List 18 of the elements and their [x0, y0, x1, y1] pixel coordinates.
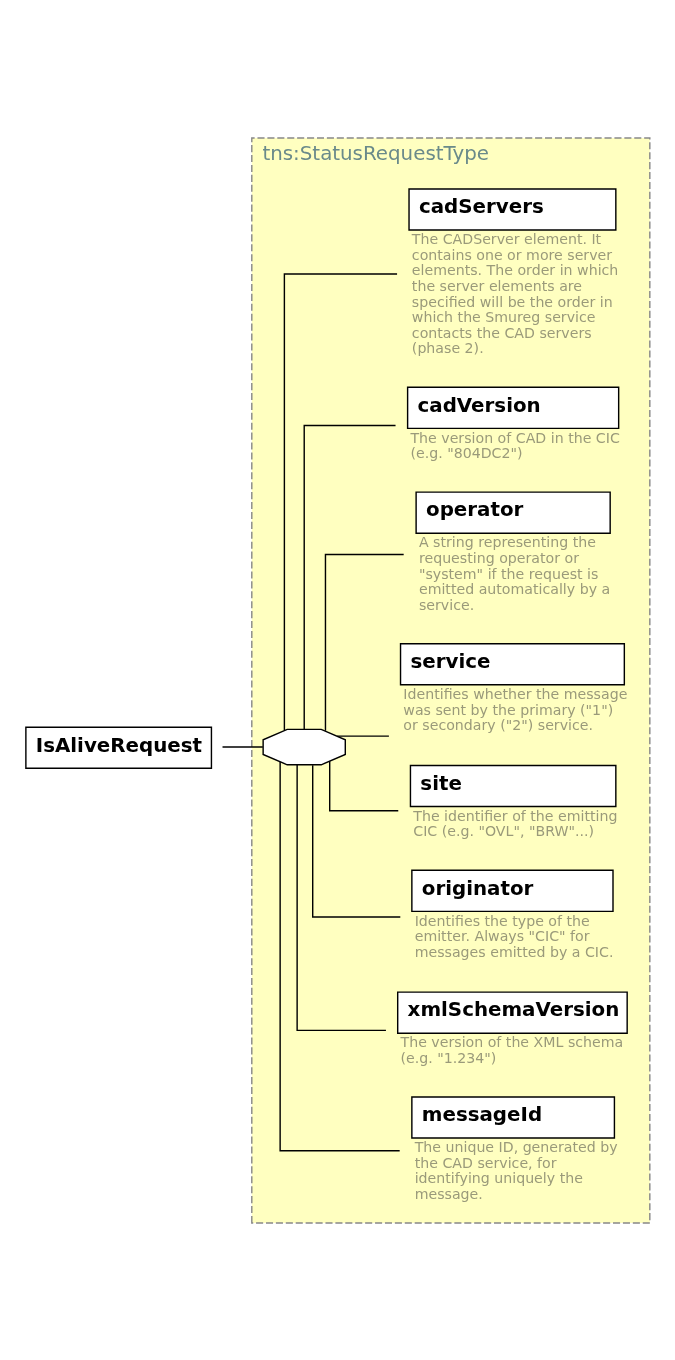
node-label: The version of the XML schema (e.g. "1.234") — [400, 1033, 624, 1066]
connector — [324, 553, 405, 731]
connector — [221, 745, 264, 748]
node-label: Identifies the type of the emitter. Always "CIC" for messages emitted by a CIC. — [414, 912, 614, 960]
node-label: The CADServer element. It contains one or more server elements. The order in which the server elements are specified will be the order in which the Smureg service contacts the CAD servers (phase 2). — [411, 230, 619, 356]
node-label: A string representing the requesting operator or "system" if the request is emitted automatically by a service. — [418, 533, 611, 613]
connector — [279, 760, 401, 1151]
connector — [296, 763, 387, 1031]
connector — [312, 764, 401, 918]
node-label: The unique ID, generated by the CAD service, for identifying uniquely the message. — [414, 1138, 618, 1202]
connector — [303, 424, 397, 730]
node-label: The identifier of the emitting CIC (e.g. "OVL", "BRW"...) — [413, 807, 618, 839]
node-label: The version of CAD in the CIC (e.g. "804DC2") — [410, 429, 620, 461]
connector — [329, 760, 399, 811]
connector — [336, 734, 390, 737]
node-label: Identifies whether the message was sent by the primary ("1") or secondary ("2") service. — [403, 685, 628, 733]
node-octagon — [262, 728, 346, 765]
connector — [283, 272, 398, 731]
